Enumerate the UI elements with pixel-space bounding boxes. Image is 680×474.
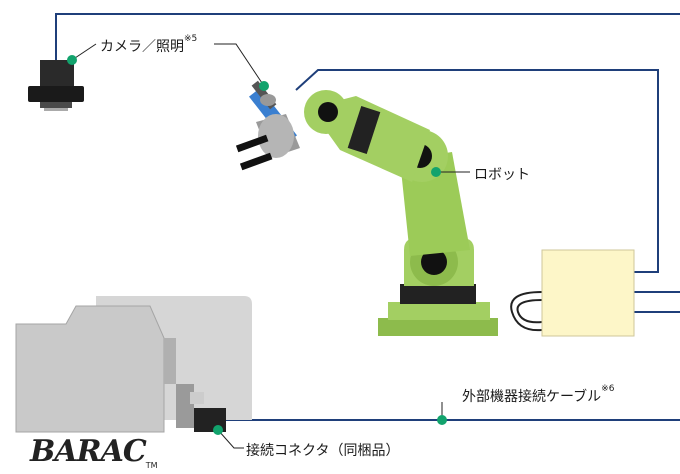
robot-arm-icon (249, 80, 498, 336)
camera-label: カメラ／照明※5 (100, 34, 198, 55)
cable-leader-dot (437, 415, 447, 425)
camera-leader-dot (67, 55, 77, 65)
robot-cable (295, 69, 659, 273)
camera-icon (28, 60, 84, 111)
cable-lines (55, 13, 680, 421)
cable-label: 外部機器接続ケーブル※6 (462, 384, 615, 405)
connector-leader-dot (213, 425, 223, 435)
robot-leader-dot (431, 167, 441, 177)
robot-label: ロボット (474, 167, 530, 183)
connector-label: 接続コネクタ（同梱品） (246, 443, 400, 459)
controller-box-icon (510, 249, 635, 337)
flange-leader-dot (259, 81, 269, 91)
machine-tool-icon (15, 296, 252, 433)
gripper-icon (235, 114, 300, 171)
leader-dots (67, 55, 447, 435)
camera-cable (55, 13, 680, 60)
barac-logo: BARACTM (30, 434, 158, 470)
